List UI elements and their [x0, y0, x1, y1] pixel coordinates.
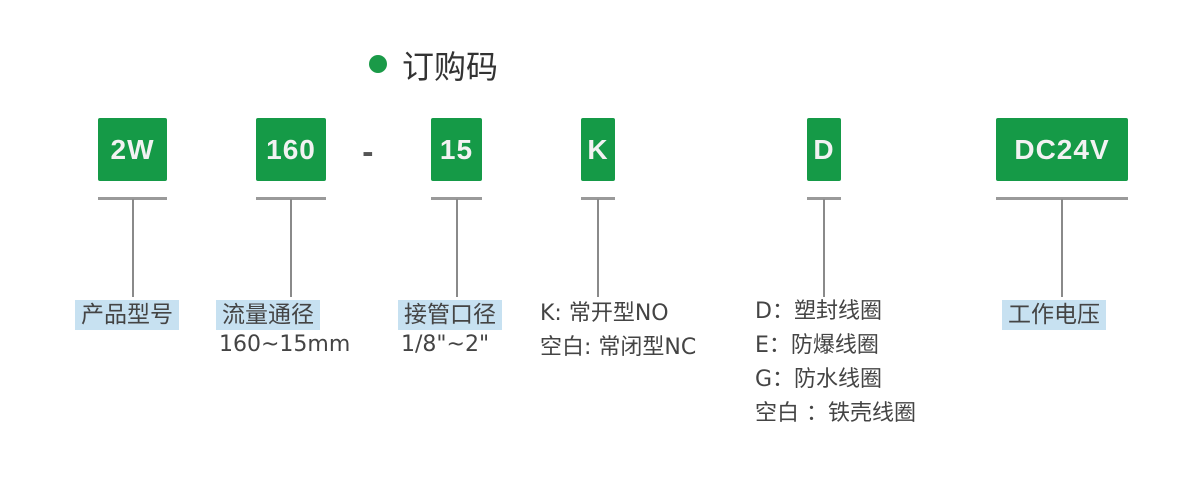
connector-bar: [98, 197, 167, 200]
label-voltage: 工作电压: [1002, 300, 1106, 330]
connector-bar: [431, 197, 482, 200]
option-k: K: 常开型NO: [540, 301, 669, 326]
code-box-voltage: DC24V: [996, 118, 1128, 181]
code-box-type: K: [581, 118, 615, 181]
connector-line: [132, 199, 134, 297]
option-blank-iron: 空白 ：铁壳线圈: [755, 401, 916, 426]
connector-line: [456, 199, 458, 297]
connector-line: [290, 199, 292, 297]
detail-flow: 160~15mm: [219, 332, 351, 357]
option-e: E：防爆线圈: [755, 333, 879, 358]
code-box-flow: 160: [256, 118, 326, 181]
code-box-port: 15: [431, 118, 482, 181]
label-port: 接管口径: [398, 300, 502, 330]
bullet-dot-icon: [369, 55, 387, 73]
detail-port: 1/8"~2": [401, 332, 490, 357]
connector-line: [597, 199, 599, 297]
connector-line: [1061, 199, 1063, 297]
connector-bar: [996, 197, 1128, 200]
connector-bar: [256, 197, 326, 200]
option-g: G：防水线圈: [755, 367, 883, 392]
option-d: D：塑封线圈: [755, 299, 882, 324]
option-blank-nc: 空白: 常闭型NC: [540, 335, 697, 360]
label-model: 产品型号: [75, 300, 179, 330]
connector-bar: [581, 197, 615, 200]
separator: -: [362, 136, 374, 169]
code-box-model: 2W: [98, 118, 167, 181]
section-title: 订购码: [402, 48, 499, 86]
label-flow: 流量通径: [216, 300, 320, 330]
code-box-coil: D: [807, 118, 841, 181]
connector-bar: [807, 197, 841, 200]
connector-line: [823, 199, 825, 297]
